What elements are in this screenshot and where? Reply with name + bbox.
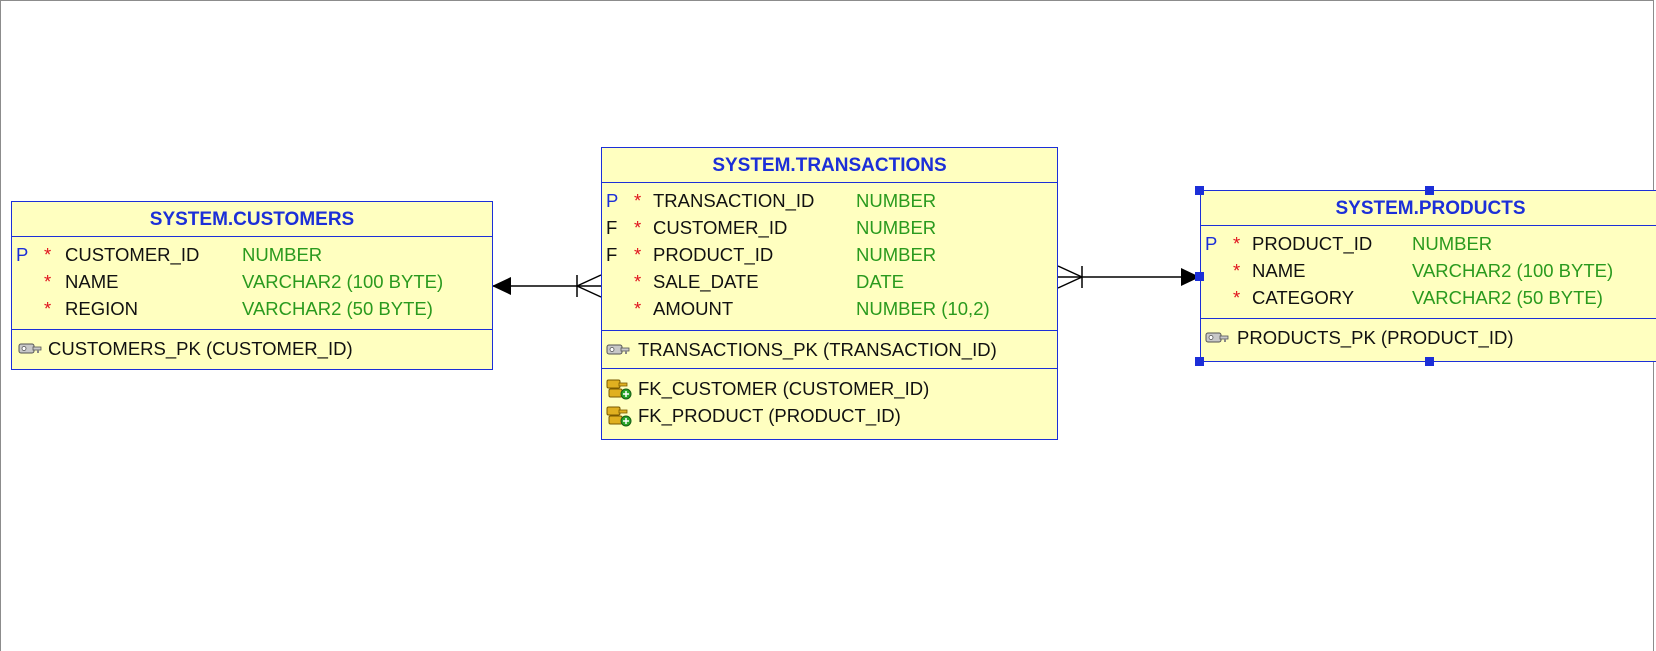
- column-row[interactable]: P * TRANSACTION_ID NUMBER: [602, 187, 1057, 214]
- required-marker: *: [634, 298, 642, 319]
- column-row[interactable]: F * CUSTOMER_ID NUMBER: [602, 214, 1057, 241]
- column-type: NUMBER: [242, 244, 323, 265]
- required-marker: *: [44, 298, 52, 319]
- column-type: VARCHAR2 (50 BYTE): [1412, 287, 1603, 308]
- key-icon: [606, 344, 630, 355]
- foreign-key-icon: [606, 406, 632, 427]
- column-row[interactable]: * CATEGORY VARCHAR2 (50 BYTE): [1201, 284, 1656, 311]
- key-marker: P: [16, 244, 29, 265]
- key-marker: P: [1205, 233, 1218, 254]
- required-marker: *: [634, 271, 642, 292]
- column-name: CUSTOMER_ID: [65, 244, 200, 265]
- required-marker: *: [1233, 233, 1241, 254]
- column-row[interactable]: * REGION VARCHAR2 (50 BYTE): [12, 295, 492, 322]
- column-list: P * CUSTOMER_ID NUMBER * NAME VARCHAR2 (…: [12, 237, 492, 330]
- column-row[interactable]: * NAME VARCHAR2 (100 BYTE): [1201, 257, 1656, 284]
- column-name: TRANSACTION_ID: [653, 190, 815, 211]
- column-row[interactable]: * AMOUNT NUMBER (10,2): [602, 295, 1057, 322]
- column-name: NAME: [65, 271, 119, 292]
- column-type: NUMBER: [1412, 233, 1493, 254]
- column-type: VARCHAR2 (100 BYTE): [242, 271, 444, 292]
- column-type: NUMBER: [856, 190, 937, 211]
- primary-key-row[interactable]: CUSTOMERS_PK (CUSTOMER_ID): [12, 330, 492, 368]
- required-marker: *: [44, 271, 52, 292]
- resize-handle-bottom-left[interactable]: [1195, 357, 1204, 366]
- foreign-key-row[interactable]: FK_PRODUCT (PRODUCT_ID): [602, 402, 1057, 429]
- required-marker: *: [634, 190, 642, 211]
- column-row[interactable]: * SALE_DATE DATE: [602, 268, 1057, 295]
- column-type: DATE: [856, 271, 904, 292]
- required-marker: *: [1233, 287, 1241, 308]
- resize-handle-bottom[interactable]: [1425, 357, 1434, 366]
- key-marker: F: [606, 244, 618, 265]
- column-name: PRODUCT_ID: [653, 244, 774, 265]
- entity-products[interactable]: SYSTEM.PRODUCTS P * PRODUCT_ID NUMBER * …: [1200, 190, 1656, 362]
- column-list: P * TRANSACTION_ID NUMBER F * CUSTOMER_I…: [602, 183, 1057, 331]
- resize-handle-top[interactable]: [1425, 186, 1434, 195]
- column-type: NUMBER: [856, 217, 937, 238]
- entity-transactions[interactable]: SYSTEM.TRANSACTIONS P * TRANSACTION_ID N…: [601, 147, 1058, 440]
- entity-title: SYSTEM.TRANSACTIONS: [602, 148, 1057, 183]
- column-row[interactable]: F * PRODUCT_ID NUMBER: [602, 241, 1057, 268]
- resize-handle-left[interactable]: [1195, 272, 1204, 281]
- required-marker: *: [634, 244, 642, 265]
- primary-key-row[interactable]: TRANSACTIONS_PK (TRANSACTION_ID): [602, 331, 1057, 369]
- foreign-key-list: FK_CUSTOMER (CUSTOMER_ID) FK_PRODUCT (PR…: [602, 369, 1057, 429]
- column-row[interactable]: P * PRODUCT_ID NUMBER: [1201, 230, 1656, 257]
- entity-title: SYSTEM.PRODUCTS: [1201, 191, 1656, 226]
- foreign-key-row[interactable]: FK_CUSTOMER (CUSTOMER_ID): [602, 375, 1057, 402]
- relationship-transactions-customers[interactable]: [492, 274, 602, 298]
- column-name: SALE_DATE: [653, 271, 759, 292]
- foreign-key-label: FK_PRODUCT (PRODUCT_ID): [638, 405, 901, 426]
- required-marker: *: [634, 217, 642, 238]
- column-name: PRODUCT_ID: [1252, 233, 1373, 254]
- required-marker: *: [44, 244, 52, 265]
- column-name: CUSTOMER_ID: [653, 217, 788, 238]
- key-marker: P: [606, 190, 619, 211]
- column-type: VARCHAR2 (50 BYTE): [242, 298, 433, 319]
- resize-handle-top-left[interactable]: [1195, 186, 1204, 195]
- required-marker: *: [1233, 260, 1241, 281]
- key-marker: F: [606, 217, 618, 238]
- key-icon: [18, 343, 42, 354]
- foreign-key-icon: [606, 379, 632, 400]
- column-type: VARCHAR2 (100 BYTE): [1412, 260, 1614, 281]
- column-name: REGION: [65, 298, 138, 319]
- column-name: AMOUNT: [653, 298, 734, 319]
- column-row[interactable]: P * CUSTOMER_ID NUMBER: [12, 241, 492, 268]
- primary-key-label: TRANSACTIONS_PK (TRANSACTION_ID): [638, 339, 997, 360]
- column-name: NAME: [1252, 260, 1306, 281]
- column-type: NUMBER: [856, 244, 937, 265]
- column-type: NUMBER (10,2): [856, 298, 990, 319]
- primary-key-label: PRODUCTS_PK (PRODUCT_ID): [1237, 327, 1514, 348]
- column-name: CATEGORY: [1252, 287, 1355, 308]
- key-icon: [1205, 332, 1229, 343]
- column-list: P * PRODUCT_ID NUMBER * NAME VARCHAR2 (1…: [1201, 226, 1656, 319]
- relationship-transactions-products[interactable]: [1057, 265, 1200, 289]
- foreign-key-label: FK_CUSTOMER (CUSTOMER_ID): [638, 378, 930, 399]
- entity-customers[interactable]: SYSTEM.CUSTOMERS P * CUSTOMER_ID NUMBER …: [11, 201, 493, 370]
- entity-title: SYSTEM.CUSTOMERS: [12, 202, 492, 237]
- column-row[interactable]: * NAME VARCHAR2 (100 BYTE): [12, 268, 492, 295]
- primary-key-row[interactable]: PRODUCTS_PK (PRODUCT_ID): [1201, 319, 1656, 357]
- primary-key-label: CUSTOMERS_PK (CUSTOMER_ID): [48, 338, 353, 359]
